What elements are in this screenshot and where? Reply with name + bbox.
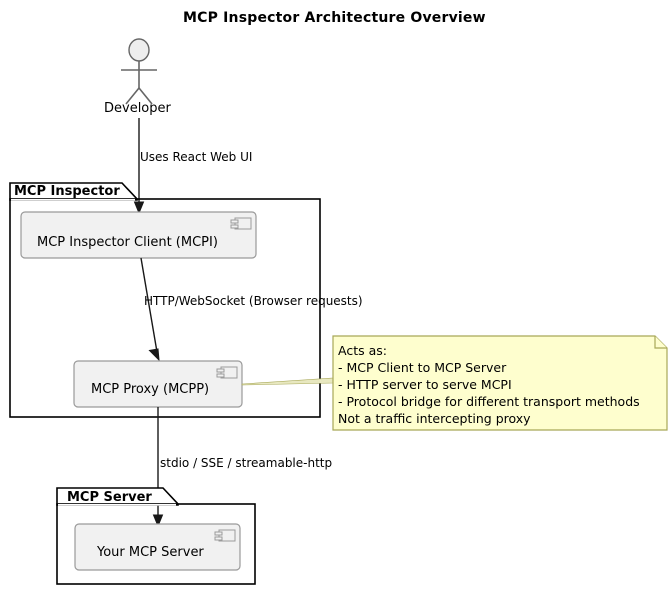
note-line-2: - HTTP server to serve MCPI xyxy=(338,377,512,392)
note-line-4: Not a traffic intercepting proxy xyxy=(338,411,531,426)
uml-component-icon xyxy=(230,217,252,230)
edge-label-http-websocket: HTTP/WebSocket (Browser requests) xyxy=(144,294,363,308)
package-mcp-inspector xyxy=(9,182,321,418)
note-line-0: Acts as: xyxy=(338,343,387,358)
note-line-1: - MCP Client to MCP Server xyxy=(338,360,507,375)
package-mcp-server xyxy=(56,487,256,585)
uml-component-icon xyxy=(214,529,236,542)
package-label-mcp-server: MCP Server xyxy=(67,490,152,505)
note-line-3: - Protocol bridge for different transpor… xyxy=(338,394,640,409)
note-box-mcpp xyxy=(332,335,668,431)
edge-label-uses-react-web-ui: Uses React Web UI xyxy=(140,150,253,164)
edge-developer-to-mcpi xyxy=(133,118,145,215)
component-label-your-mcp-server: Your MCP Server xyxy=(97,545,204,560)
uml-component-icon xyxy=(216,366,238,379)
edge-mcpi-to-mcpp xyxy=(140,257,160,362)
stick-figure-actor-icon xyxy=(121,38,157,105)
page-title: MCP Inspector Architecture Overview xyxy=(183,10,486,26)
component-your-mcp-server[interactable] xyxy=(74,523,241,571)
component-label-mcpp: MCP Proxy (MCPP) xyxy=(91,382,210,397)
edge-label-stdio-sse-streamable-http: stdio / SSE / streamable-http xyxy=(160,456,333,470)
component-label-mcpi: MCP Inspector Client (MCPI) xyxy=(37,235,218,250)
component-mcpi[interactable] xyxy=(20,211,257,259)
actor-label-developer: Developer xyxy=(104,101,171,116)
package-label-mcp-inspector: MCP Inspector xyxy=(14,184,120,199)
